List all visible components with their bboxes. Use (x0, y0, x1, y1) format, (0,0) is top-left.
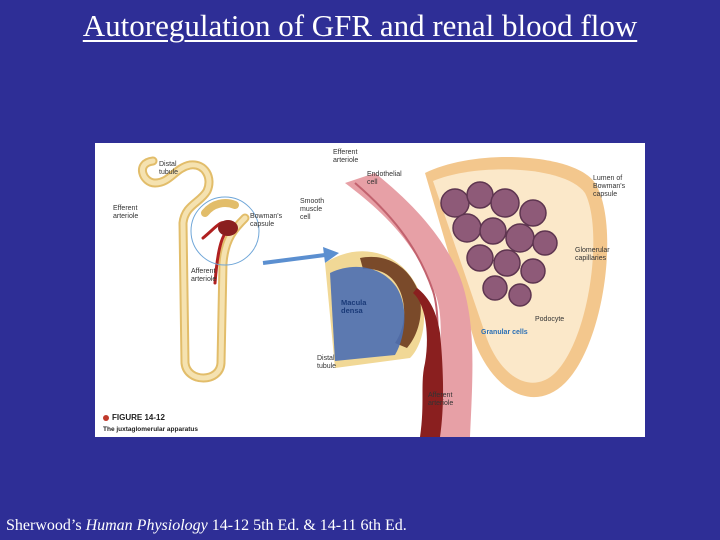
label-podocyte: Podocyte (535, 316, 565, 323)
label-distal-tubule-left: Distal tubule (159, 161, 179, 176)
label-efferent-arteriole-left: Efferent arteriole (113, 205, 139, 220)
figure-illustration (138, 156, 608, 437)
label-efferent-arteriole-top: Efferent arteriole (333, 149, 359, 164)
label-macula-densa: Macula densa (341, 298, 367, 315)
label-glomerular-capillaries: Glomerular capillaries (575, 247, 610, 262)
label-bowmans-capsule: Bowman's capsule (250, 213, 283, 228)
label-lumen-bowmans: Lumen of Bowman's capsule (593, 175, 626, 198)
juxtaglomerular-figure: Distal tubule Efferent arteriole Bowman'… (95, 143, 645, 437)
slide-title: Autoregulation of GFR and renal blood fl… (82, 8, 638, 43)
label-afferent-arteriole-left: Afferent arteriole (191, 268, 217, 283)
source-prefix: Sherwood’s (6, 517, 86, 534)
source-book: Human Physiology (85, 517, 208, 534)
figure-caption-text: FIGURE 14-12 (112, 413, 165, 422)
figure-subcaption: The juxtaglomerular apparatus (103, 426, 198, 433)
bullet-icon (103, 414, 109, 421)
nephron-schematic (138, 156, 250, 383)
label-smooth-muscle-cell: Smooth muscle cell (300, 198, 325, 221)
label-distal-tubule-bottom: Distal tubule (317, 355, 337, 370)
label-granular-cells: Granular cells (481, 329, 528, 336)
label-afferent-arteriole-bottom: Afferent arteriole (428, 392, 454, 407)
glomerulus-detail (325, 156, 608, 437)
source-suffix: 14-12 5th Ed. & 14-11 6th Ed. (207, 517, 407, 534)
source-citation: Sherwood’s Human Physiology 14-12 5th Ed… (6, 517, 407, 535)
label-endothelial-cell: Endothelial cell (367, 171, 402, 186)
figure-caption: FIGURE 14-12 (103, 413, 165, 422)
